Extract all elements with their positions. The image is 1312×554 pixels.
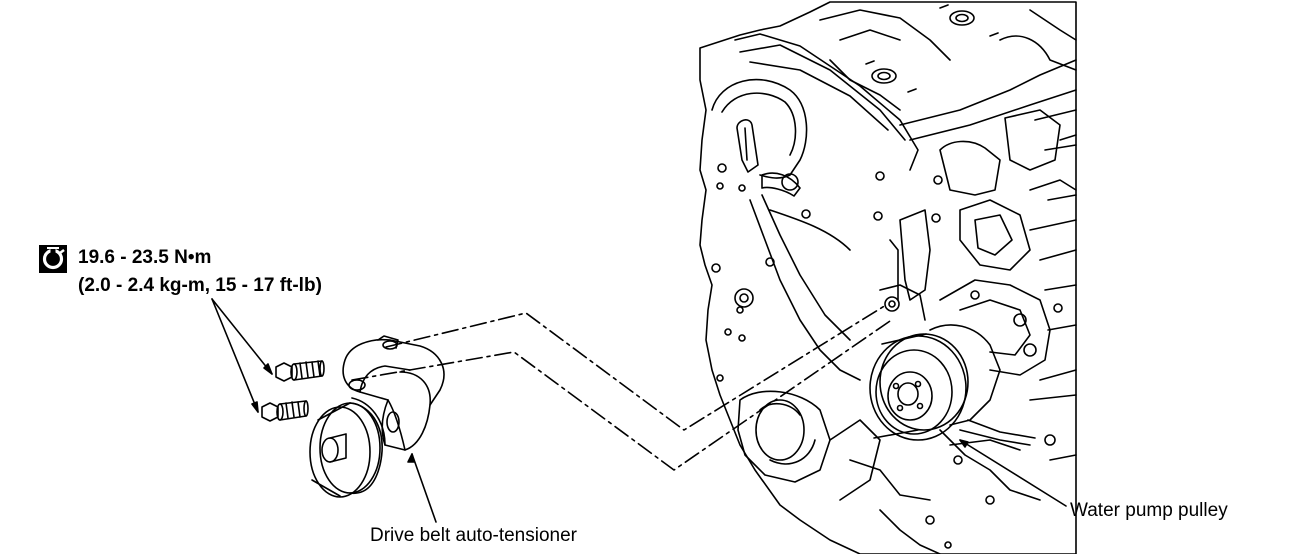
alignment-lines	[351, 304, 891, 471]
tensioner-label: Drive belt auto-tensioner	[370, 525, 577, 546]
engine-front-view	[699, 1, 1077, 554]
torque-spec-line1: 19.6 - 23.5 N•m	[78, 247, 212, 268]
torque-wrench-icon	[39, 245, 67, 273]
drive-belt-auto-tensioner	[309, 335, 445, 523]
bolt-lower	[261, 400, 309, 422]
torque-spec-line2: (2.0 - 2.4 kg-m, 15 - 17 ft-lb)	[78, 275, 322, 296]
torque-leader-lines	[211, 298, 273, 413]
water-pump-pulley-label: Water pump pulley	[1070, 500, 1228, 521]
bolt-upper	[275, 360, 325, 382]
